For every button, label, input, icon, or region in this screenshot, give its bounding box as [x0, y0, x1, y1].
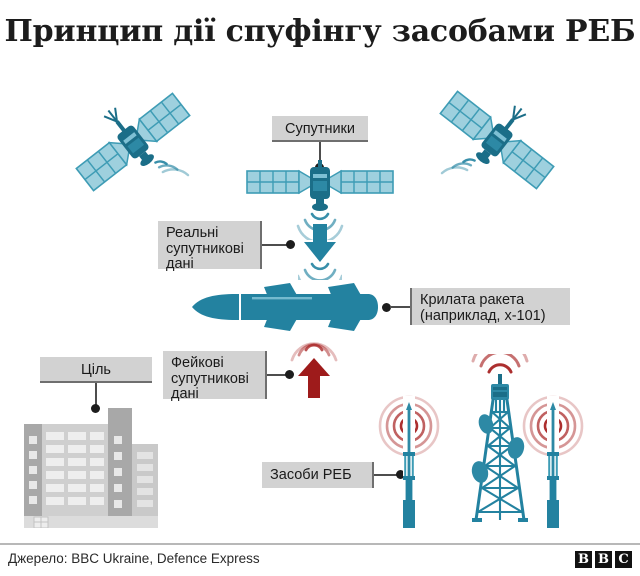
connector-dot-ew-means	[396, 470, 405, 479]
connector-dot-real-satellite-data	[286, 240, 295, 249]
connector-fake-satellite-data	[267, 374, 289, 376]
connector-dot-fake-satellite-data	[285, 370, 294, 379]
bbc-logo-letter-3: C	[615, 551, 632, 568]
connector-target	[95, 383, 97, 407]
buildings-icon	[24, 404, 170, 529]
label-fake-satellite-data: Фейкові супутникові дані	[163, 351, 267, 402]
connector-dot-cruise-missile	[382, 303, 391, 312]
label-satellites: Супутники	[272, 116, 368, 142]
connector-dot-target	[91, 404, 100, 413]
label-real-satellite-data: Реальні супутникові дані	[158, 221, 262, 272]
satellite-left-icon	[68, 86, 198, 198]
source-text: Джерело: BBC Ukraine, Defence Express	[8, 551, 260, 566]
connector-satellites	[319, 142, 321, 166]
connector-real-satellite-data	[262, 244, 288, 246]
page-title: Принцип дії спуфінгу засобами РЕБ	[4, 14, 636, 49]
label-cruise-missile: Крилата ракета (наприклад, х-101)	[410, 288, 570, 325]
connector-cruise-missile	[390, 306, 412, 308]
antenna-left-icon	[376, 390, 442, 530]
label-ew-means: Засоби РЕБ	[262, 462, 374, 488]
arrow-up-icon	[290, 334, 340, 398]
radio-tower-icon	[450, 338, 550, 530]
antenna-right-icon	[520, 390, 586, 530]
arrow-down-icon	[296, 224, 344, 294]
footer-divider	[0, 543, 640, 545]
bbc-logo-letter-1: B	[575, 551, 592, 568]
cruise-missile-icon	[192, 281, 378, 333]
satellite-center-icon	[243, 160, 397, 220]
bbc-logo-letter-2: B	[595, 551, 612, 568]
label-target: Ціль	[40, 357, 152, 383]
connector-ew-means	[374, 474, 398, 476]
bbc-logo: B B C	[575, 551, 632, 568]
satellite-right-icon	[432, 82, 562, 200]
